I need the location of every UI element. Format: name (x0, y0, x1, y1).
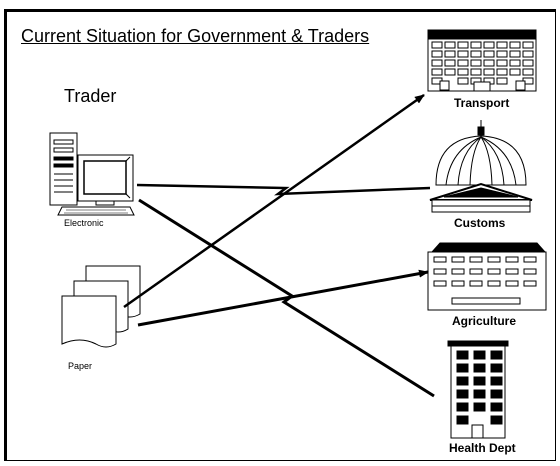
paper-to-transport-arrow (123, 93, 425, 309)
window (433, 268, 447, 275)
window (470, 59, 482, 67)
window (483, 41, 495, 49)
window (456, 350, 469, 360)
window (496, 77, 508, 85)
window (487, 256, 501, 263)
agriculture-label: Agriculture (452, 314, 517, 328)
window (456, 415, 469, 425)
window (456, 363, 469, 373)
window (473, 376, 486, 386)
slide-frame (4, 9, 556, 461)
customs-building-icon (429, 120, 533, 213)
window (483, 68, 495, 76)
window (431, 68, 443, 76)
window (456, 402, 469, 412)
window (470, 41, 482, 49)
window (522, 41, 534, 49)
window (473, 402, 486, 412)
window (456, 389, 469, 399)
window (473, 389, 486, 399)
paper-label: Paper (68, 361, 93, 371)
window (509, 59, 521, 67)
window (522, 59, 534, 67)
window (473, 350, 486, 360)
computer-icon (49, 132, 135, 216)
window (470, 68, 482, 76)
paper-documents-icon (61, 265, 141, 348)
window (456, 376, 469, 386)
window (523, 268, 537, 275)
window (431, 50, 443, 58)
window (522, 50, 534, 58)
window (505, 268, 519, 275)
window (496, 68, 508, 76)
window (439, 80, 450, 91)
window (490, 350, 503, 360)
window (433, 256, 447, 263)
window (490, 376, 503, 386)
window (457, 77, 469, 85)
window (457, 41, 469, 49)
transport-building-icon (427, 29, 537, 92)
window (490, 389, 503, 399)
window (496, 59, 508, 67)
window (457, 68, 469, 76)
window (496, 50, 508, 58)
agriculture-building-icon (427, 242, 547, 311)
electronic-label: Electronic (64, 218, 104, 228)
window (451, 280, 465, 287)
window (522, 68, 534, 76)
window (490, 402, 503, 412)
window (483, 59, 495, 67)
window (509, 50, 521, 58)
window (490, 363, 503, 373)
window (451, 256, 465, 263)
window (451, 268, 465, 275)
trader-label: Trader (64, 86, 117, 106)
window (523, 256, 537, 263)
health-dept-label: Health Dept (449, 441, 516, 455)
window (505, 256, 519, 263)
window (509, 41, 521, 49)
customs-label: Customs (454, 216, 506, 230)
window (444, 50, 456, 58)
window (483, 50, 495, 58)
window (509, 68, 521, 76)
health-building-icon (447, 340, 509, 439)
window (490, 415, 503, 425)
page-title: Current Situation for Government & Trade… (21, 26, 370, 46)
window (496, 41, 508, 49)
window (431, 59, 443, 67)
window (469, 268, 483, 275)
window (473, 81, 491, 92)
window (515, 80, 526, 91)
connection-lines (123, 93, 435, 398)
window (444, 68, 456, 76)
window (487, 280, 501, 287)
window (457, 59, 469, 67)
window (487, 268, 501, 275)
window (431, 41, 443, 49)
window (469, 280, 483, 287)
window (469, 256, 483, 263)
electronic-to-customs-link (136, 183, 431, 196)
transport-label: Transport (454, 96, 510, 110)
window (523, 280, 537, 287)
window (470, 50, 482, 58)
window (433, 280, 447, 287)
paper-to-agriculture-arrow (137, 269, 429, 327)
window (505, 280, 519, 287)
window (444, 59, 456, 67)
window (457, 50, 469, 58)
window (444, 41, 456, 49)
window (473, 363, 486, 373)
